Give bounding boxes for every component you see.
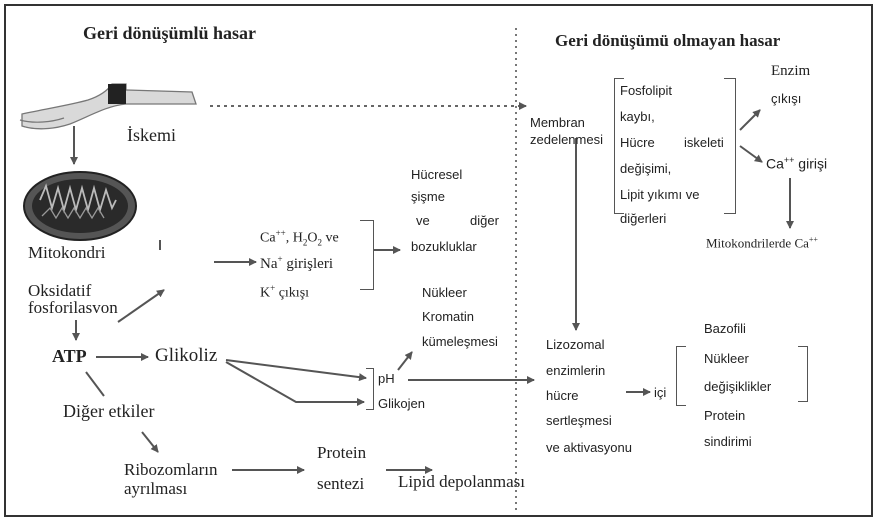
lysosomal-line-1: Lizozomal [546, 337, 605, 352]
lysosomal-line-4: sertleşmesi [546, 413, 612, 428]
phospholipid-bracket-left [614, 78, 624, 214]
enzyme-line-1: Enzim [771, 63, 811, 79]
ion-line-2: Na+ girişleri [260, 254, 333, 272]
phospholipid-line-3a: Hücre [620, 135, 655, 150]
protein-synthesis-1: Protein [317, 443, 367, 462]
swelling-line-1: Hücresel [411, 167, 463, 182]
ca-entry-label: Ca++ girişi [766, 155, 828, 172]
mitochondria-label: Mitokondri [28, 243, 106, 262]
artery-icon [21, 83, 197, 130]
chromatin-line-3: kümeleşmesi [422, 334, 498, 349]
enzyme-line-2: çıkışı [771, 91, 802, 106]
pH-bracket [366, 368, 374, 410]
swelling-line-3b: diğer [470, 213, 499, 228]
chromatin-line-1: Nükleer [422, 285, 467, 300]
swelling-line-3a: ve [416, 213, 430, 228]
irreversible-heading: Geri dönüşümü olmayan hasar [555, 31, 781, 50]
mito-ca-label: Mitokondrilerde Ca++ [706, 235, 818, 251]
membrane-line-2: zedelenmesi [530, 132, 603, 147]
nuclear-line-2: Nükleer [704, 351, 749, 366]
chromatin-line-2: Kromatin [422, 309, 475, 324]
glycogen-label: Glikojen [378, 396, 425, 411]
ribosome-label-2: ayrılması [124, 479, 188, 498]
phospholipid-line-2: kaybı, [620, 109, 655, 124]
phospholipid-bracket-right [724, 78, 736, 214]
lysosomal-line-5: ve aktivasyonu [546, 440, 632, 455]
mitochondrion-icon [23, 171, 137, 241]
ion-bracket [360, 220, 374, 290]
nuclear-line-3: değişiklikler [704, 379, 772, 394]
oxphos-label-2: fosforilasvon [28, 298, 118, 317]
phospholipid-line-1: Fosfolipit [620, 83, 673, 98]
nuclear-bracket-left [676, 346, 686, 406]
phospholipid-line-6: diğerleri [620, 211, 667, 226]
nuclear-line-4: Protein [704, 408, 746, 423]
nuclear-line-1: Bazofili [704, 321, 746, 336]
protein-synthesis-2: sentezi [317, 474, 365, 493]
diagram-frame [4, 4, 873, 517]
lysosomal-line-2: enzimlerin [546, 363, 606, 378]
atp-label: ATP [52, 346, 87, 366]
reversible-heading: Geri dönüşümlü hasar [83, 23, 257, 43]
membrane-line-1: Membran [530, 115, 585, 130]
swelling-line-4: bozukluklar [411, 239, 477, 254]
phospholipid-line-3b: iskeleti [684, 135, 724, 150]
ion-line-3: K+ çıkışı [260, 283, 310, 301]
inside-label: içi [654, 385, 667, 400]
lysosomal-line-3: hücre [546, 388, 579, 403]
glycolysis-label: Glikoliz [155, 345, 218, 366]
ribosome-label-1: Ribozomların [124, 460, 218, 479]
ischemia-label: İskemi [127, 125, 176, 145]
lipid-label: Lipid depolanması [398, 472, 526, 491]
phospholipid-line-5: Lipit yıkımı ve [620, 187, 700, 202]
other-effects-label: Diğer etkiler [63, 401, 155, 421]
swelling-line-2: şişme [411, 189, 445, 204]
nuclear-bracket-right [798, 346, 808, 402]
oxphos-label-1: Oksidatif [28, 281, 92, 300]
ion-line-1: Ca++, H2O2 ve [260, 228, 339, 248]
nuclear-line-5: sindirimi [704, 434, 752, 449]
pH-label: pH [378, 371, 395, 386]
phospholipid-line-4: değişimi, [620, 161, 672, 176]
